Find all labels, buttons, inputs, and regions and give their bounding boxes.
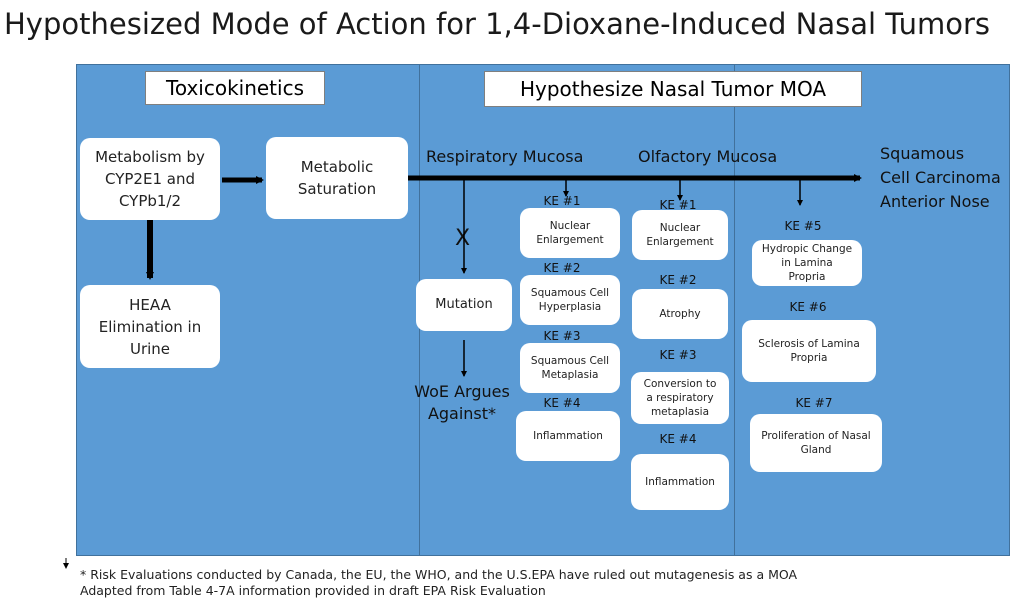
resp-ke2-label: KE #2 <box>543 261 581 275</box>
olf-ke2-box: Atrophy <box>632 289 728 339</box>
olf-ke1-label: KE #1 <box>659 198 697 212</box>
resp-ke3-box: Squamous Cell Metaplasia <box>520 343 620 393</box>
toxicokinetics-header: Toxicokinetics <box>145 71 325 105</box>
resp-ke3-label: KE #3 <box>543 329 581 343</box>
olf-ke4-box: Inflammation <box>631 454 729 510</box>
metabolism-box: Metabolism by CYP2E1 and CYPb1/2 <box>80 138 220 220</box>
footnote-line2: Adapted from Table 4-7A information prov… <box>80 583 546 598</box>
resp-ke2-box: Squamous Cell Hyperplasia <box>520 275 620 325</box>
page-title: Hypothesized Mode of Action for 1,4-Diox… <box>4 7 991 41</box>
resp-ke4-box: Inflammation <box>516 411 620 461</box>
lamina-ke7-label: KE #7 <box>795 396 833 410</box>
lamina-ke6-box: Sclerosis of Lamina Propria <box>742 320 876 382</box>
lamina-panel <box>734 64 1010 556</box>
x-mark: X <box>455 226 471 251</box>
olf-ke4-label: KE #4 <box>659 432 697 446</box>
lamina-ke7-box: Proliferation of Nasal Gland <box>750 414 882 472</box>
respiratory-mucosa-label: Respiratory Mucosa <box>426 147 584 166</box>
resp-ke1-box: Nuclear Enlargement <box>520 208 620 258</box>
mutation-box: Mutation <box>416 279 512 331</box>
olf-ke3-label: KE #3 <box>659 348 697 362</box>
woe-label: WoE Argues Against* <box>414 382 510 423</box>
olf-ke2-label: KE #2 <box>659 273 697 287</box>
olf-ke1-box: Nuclear Enlargement <box>632 210 728 260</box>
footnote-line1: * Risk Evaluations conducted by Canada, … <box>80 567 798 582</box>
tumor-outcome-label: Squamous Cell Carcinoma Anterior Nose <box>880 144 1001 211</box>
resp-ke4-label: KE #4 <box>543 396 581 410</box>
resp-ke1-label: KE #1 <box>543 194 581 208</box>
metabolic-saturation-box: Metabolic Saturation <box>266 137 408 219</box>
lamina-ke5-label: KE #5 <box>784 219 822 233</box>
olf-ke3-box: Conversion to a respiratory metaplasia <box>631 372 729 424</box>
moa-header: Hypothesize Nasal Tumor MOA <box>484 71 862 107</box>
olfactory-mucosa-label: Olfactory Mucosa <box>638 147 778 166</box>
lamina-ke6-label: KE #6 <box>789 300 827 314</box>
heaa-elimination-box: HEAA Elimination in Urine <box>80 285 220 368</box>
lamina-ke5-box: Hydropic Change in Lamina Propria <box>752 240 862 286</box>
